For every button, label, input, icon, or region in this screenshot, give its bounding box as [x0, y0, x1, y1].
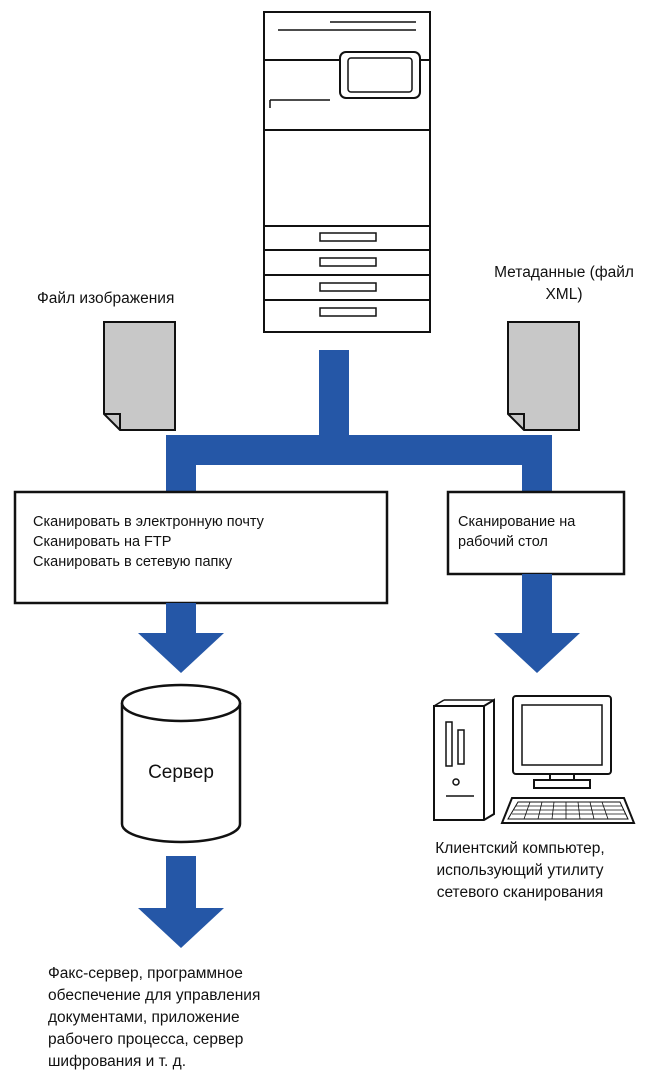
scan-to-email-text: Сканировать в электронную почту	[33, 514, 264, 530]
destination-line: рабочего процесса, сервер	[48, 1031, 244, 1048]
monitor-icon	[512, 695, 612, 789]
scan-to-desktop-text: рабочий стол	[458, 534, 548, 550]
client-computer-label: Клиентский компьютер, использующий утили…	[395, 838, 645, 904]
right-down-arrow	[494, 574, 580, 673]
destination-line: обеспечение для управления	[48, 987, 261, 1004]
left-down-arrow	[138, 603, 224, 673]
flow-branch-bar	[166, 435, 552, 465]
metadata-label-line: Метаданные (файл	[494, 264, 634, 281]
scan-to-desktop-text: Сканирование на	[458, 514, 576, 530]
printer-icon	[263, 11, 431, 333]
keyboard-icon	[500, 797, 636, 824]
computer-tower-icon	[433, 698, 495, 821]
metadata-document-icon	[507, 321, 580, 431]
scan-to-ftp-text: Сканировать на FTP	[33, 534, 172, 550]
left-scan-box	[13, 490, 389, 605]
server-label: Сервер	[148, 762, 214, 783]
destination-line: шифрования и т. д.	[48, 1053, 186, 1070]
client-label-line: Клиентский компьютер,	[435, 840, 605, 857]
destination-line: Факс-сервер, программное	[48, 965, 243, 982]
destination-line: документами, приложение	[48, 1009, 240, 1026]
metadata-label: Метаданные (файл XML)	[466, 262, 662, 306]
scan-to-network-folder-text: Сканировать в сетевую папку	[33, 554, 233, 570]
left-scan-box-text: Сканировать в электронную почту Сканиров…	[33, 512, 264, 572]
client-computer-icon	[433, 695, 636, 824]
metadata-label-line: XML)	[545, 286, 583, 303]
destination-systems-label: Факс-сервер, программное обеспечение для…	[48, 963, 260, 1073]
client-label-line: сетевого сканирования	[436, 884, 604, 901]
server-cylinder-icon	[120, 683, 242, 844]
image-file-label: Файл изображения	[37, 290, 175, 307]
client-label-line: использующий утилиту	[436, 862, 604, 879]
image-file-document-icon	[103, 321, 176, 431]
right-scan-box	[446, 490, 626, 576]
bottom-down-arrow	[138, 856, 224, 948]
right-scan-box-text: Сканирование на рабочий стол	[458, 512, 575, 552]
